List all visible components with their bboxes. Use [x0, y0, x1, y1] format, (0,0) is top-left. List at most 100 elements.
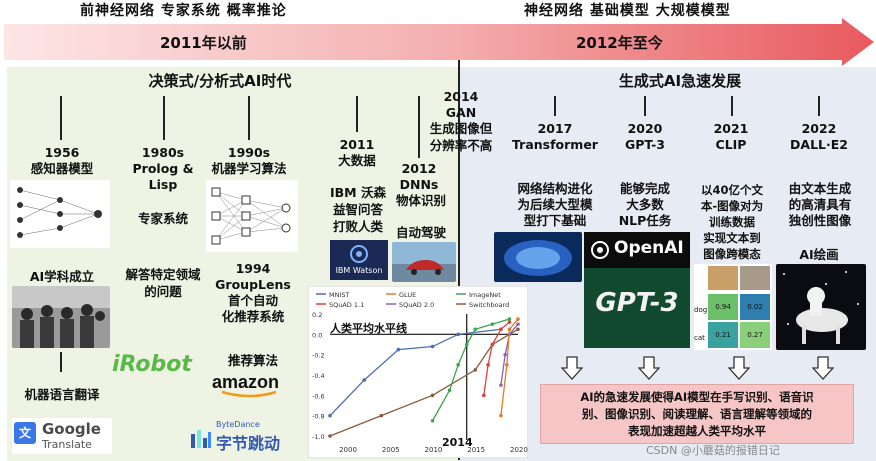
gan-desc-line1: 生成图像但	[422, 120, 500, 137]
legend-label-5: Switchboard	[469, 301, 509, 309]
year-2011: 2011	[326, 136, 388, 153]
tick-2020	[644, 96, 646, 116]
first-auto-label: 首个自动	[210, 292, 296, 309]
timeline-arrow	[0, 18, 876, 66]
amazon-smile-icon	[220, 390, 280, 398]
ibm-watson-text: IBM Watson	[330, 266, 388, 275]
legend-label-2: ImageNet	[469, 291, 501, 299]
domain-problem-line2: 的问题	[112, 283, 214, 300]
legend-label-3: SQuAD 1.1	[329, 301, 364, 309]
astronaut-horse-image	[776, 264, 866, 350]
ibm-watson-line1: IBM 沃森	[322, 184, 394, 201]
year-2021: 2021	[700, 120, 762, 137]
gpt3-banner-text: GPT-3	[584, 288, 690, 318]
legend-label-1: GLUE	[399, 291, 416, 299]
series-0-point-1	[362, 378, 366, 382]
clip-row-cat: cat	[694, 334, 705, 342]
year-1990s: 1990s	[206, 144, 292, 161]
series-5-point-2	[508, 327, 512, 331]
ai-discipline-founded: AI学科成立	[12, 268, 112, 285]
right-panel-title: 生成式AI急速发展	[580, 70, 780, 91]
series-0-point-2	[397, 348, 401, 352]
ai-painting-label: AI绘画	[786, 246, 852, 263]
clip-desc-2: 本-图像对为	[690, 198, 774, 214]
x-tick-0: 2000	[339, 446, 357, 454]
x-tick-4: 2020	[510, 446, 528, 454]
ibm-watson-line3: 打败人类	[322, 218, 394, 235]
y-tick-1: 0.0	[312, 331, 322, 339]
y-tick-0: 0.2	[312, 311, 322, 319]
neural-network-diagram	[206, 180, 298, 252]
dalle2-desc-2: 的高清具有	[780, 196, 860, 213]
year-1956: 1956	[20, 144, 104, 161]
tick-2017	[554, 96, 556, 116]
summary-line-2: 别、图像识别、阅读理解、语言理解等领域的	[541, 406, 853, 423]
series-3-point-3	[499, 327, 503, 331]
series-1-point-0	[328, 434, 332, 438]
perceptron-label: 感知器模型	[20, 160, 104, 177]
right-era-labels: 神经网络 基础模型 大规模模型	[524, 0, 731, 20]
tick-2012	[418, 96, 420, 158]
tick-1980s	[163, 96, 165, 140]
down-arrow-4	[812, 356, 834, 380]
grouplens-label: GroupLens	[210, 276, 296, 293]
csdn-watermark: CSDN @小蘑菇的报错日记	[646, 442, 780, 458]
tick-1990s	[248, 96, 250, 140]
transformer-desc-2: 为后续大型模	[504, 196, 606, 213]
legend-label-0: MNIST	[329, 291, 350, 299]
perceptron-diagram	[10, 180, 110, 248]
recommend-algorithm-label: 推荐算法	[210, 352, 296, 369]
transformer-desc-3: 型打下基础	[504, 212, 606, 229]
clip-desc-1: 以40亿个文	[690, 182, 774, 198]
amazon-logo: amazon	[212, 372, 296, 398]
series-2-point-0	[431, 419, 435, 423]
x-tick-1: 2005	[382, 446, 400, 454]
y-tick-2: -0.2	[312, 352, 325, 360]
y-tick-4: -0.6	[312, 392, 325, 400]
left-era-labels: 前神经网络 专家系统 概率推论	[80, 0, 287, 20]
clip-cell-1: 0.94	[708, 294, 738, 320]
y-tick-5: -0.8	[312, 413, 325, 421]
left-panel-title: 决策式/分析式AI时代	[110, 70, 330, 91]
series-0-point-0	[328, 414, 332, 418]
summary-line-3: 表现加速超越人类平均水平	[541, 423, 853, 440]
down-arrow-3	[728, 356, 750, 380]
series-0-point-4	[456, 333, 460, 337]
bytedance-en: ByteDance	[216, 420, 260, 429]
cat-image	[740, 266, 770, 290]
gpt3-desc-2: 大多数	[608, 196, 682, 213]
object-recognition-label: 物体识别	[388, 192, 454, 209]
gan-label: GAN	[434, 104, 488, 121]
watson-avatar-icon	[346, 244, 372, 264]
dalle2-desc-1: 由文本生成	[780, 180, 860, 197]
summary-line-1: AI的急速发展使得AI模型在手写识别、语音识	[541, 389, 853, 406]
dalle2-label: DALL·E2	[782, 136, 856, 153]
series-1-point-1	[379, 414, 383, 418]
ibm-watson-logo: IBM Watson	[330, 240, 388, 280]
y-tick-3: -0.4	[312, 372, 325, 380]
tick-1956	[60, 96, 62, 140]
clip-cell-4: 0.27	[740, 322, 770, 348]
google-text: Google	[42, 420, 101, 438]
series-0-point-3	[431, 345, 435, 349]
arrow-label-before-2011: 2011年以前	[160, 32, 247, 53]
expert-system-label: 专家系统	[120, 210, 206, 227]
gan-desc-line2: 分辨率不高	[422, 137, 500, 154]
down-arrow-2	[638, 356, 660, 380]
year-2020: 2020	[614, 120, 676, 137]
series-3-point-2	[491, 343, 495, 347]
series-4-point-1	[503, 353, 507, 357]
transformer-brain-image	[494, 232, 582, 282]
prolog-label: Prolog &	[120, 160, 206, 177]
series-5-point-0	[499, 414, 503, 418]
summary-box: AI的急速发展使得AI模型在手写识别、语音识 别、图像识别、阅读理解、语言理解等…	[540, 384, 854, 444]
year-2012: 2012	[394, 160, 444, 177]
tick-1956-lower	[60, 352, 62, 372]
openai-logo-icon	[590, 240, 610, 260]
tick-2021	[731, 96, 733, 116]
series-1-point-2	[431, 394, 435, 398]
lisp-label: Lisp	[120, 176, 206, 193]
bytedance-cn: 字节跳动	[216, 430, 280, 454]
down-arrow-1	[561, 356, 583, 380]
transformer-desc-1: 网络结构进化	[504, 180, 606, 197]
